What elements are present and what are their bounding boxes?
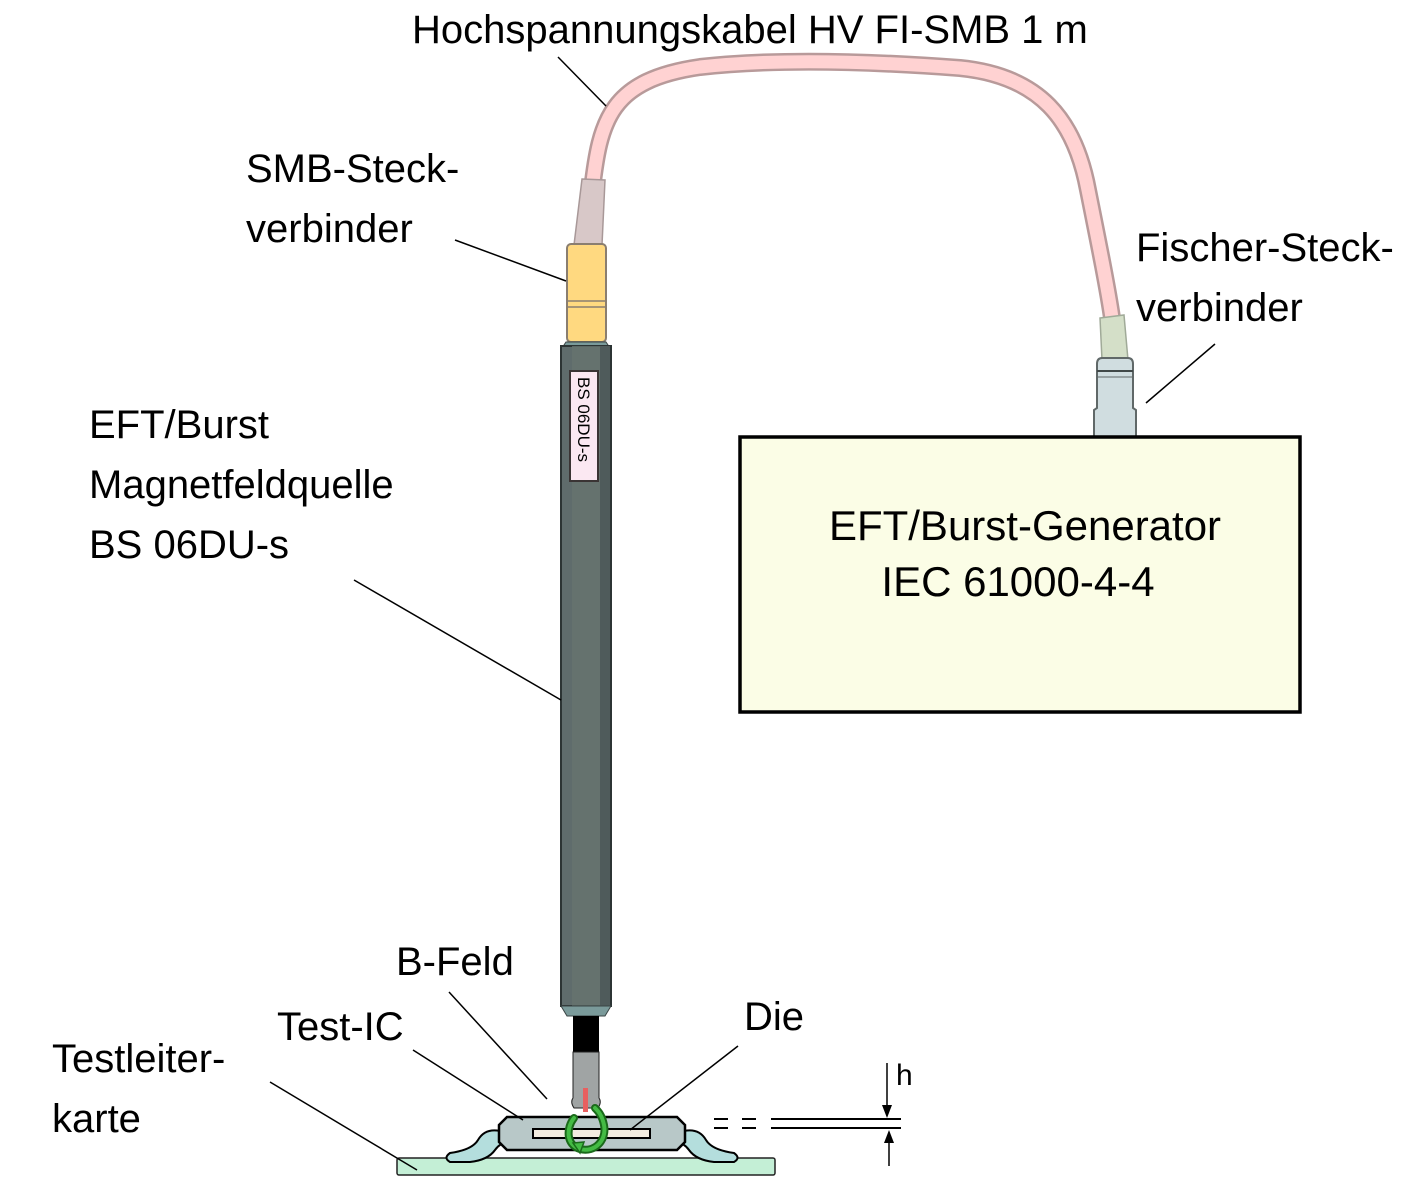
test-ic [445,1115,739,1163]
cable-label: Hochspannungskabel HV FI-SMB 1 m [412,8,1088,52]
generator-title: EFT/Burst-Generator [829,502,1221,549]
fischer-connector-label-line2: verbinder [1136,286,1303,330]
probe-label-line1: EFT/Burst [89,403,269,447]
fischer-connector [1093,314,1137,438]
test-ic-label: Test-IC [277,1005,404,1049]
b-field-loop-icon [564,1088,609,1155]
height-label: h [896,1059,913,1092]
probe-model-label: BS 06DU-s [574,377,593,462]
fischer-connector-label-line1: Fischer-Steck- [1136,226,1394,270]
probe-label-line3: BS 06DU-s [89,523,289,567]
height-indicator: h [714,1059,913,1166]
smb-connector-label-line2: verbinder [246,207,413,251]
generator-standard: IEC 61000-4-4 [881,558,1154,605]
leader-lines [269,56,1216,1171]
test-board-label-line1: Testleiter- [52,1037,225,1081]
magnetic-field-probe: BS 06DU-s [560,341,612,1109]
hv-cable [583,52,1121,320]
test-board [396,1157,776,1176]
die-label: Die [744,995,804,1039]
test-board-label-line2: karte [52,1097,141,1141]
eft-burst-generator: EFT/Burst-Generator IEC 61000-4-4 [738,435,1302,714]
probe-label-line2: Magnetfeldquelle [89,463,394,507]
smb-connector [566,178,607,343]
b-field-label: B-Feld [396,940,514,984]
smb-connector-label-line1: SMB-Steck- [246,147,459,191]
